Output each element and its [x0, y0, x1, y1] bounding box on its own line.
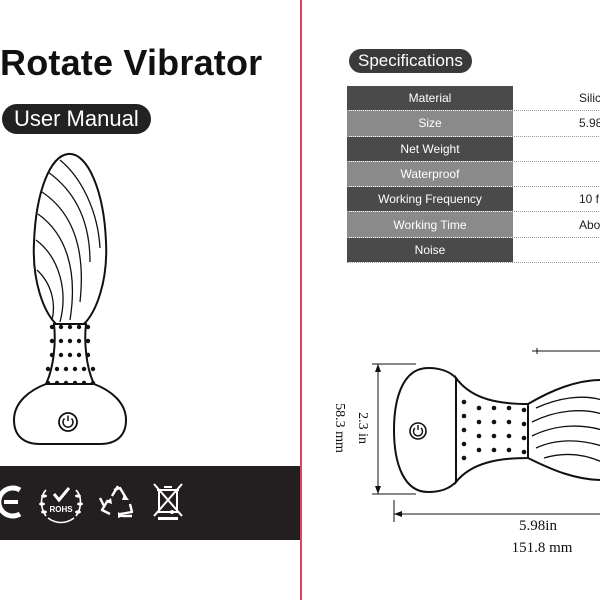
power-button-icon	[409, 422, 427, 440]
manual-cover-panel: Rotate Vibrator User Manual	[0, 42, 300, 540]
spec-label: Size	[347, 111, 513, 136]
spec-label: Working Time	[347, 212, 513, 237]
spec-row: Size 5.98	[347, 111, 600, 137]
spec-row: Net Weight	[347, 136, 600, 162]
power-button-icon	[58, 412, 78, 432]
device-front-illustration	[12, 152, 128, 445]
length-mm-label: 151.8 mm	[512, 540, 573, 556]
spec-row: Working Time Abo	[347, 212, 600, 238]
product-title: Rotate Vibrator	[0, 42, 263, 83]
height-inch-label: 2.3 in	[355, 412, 370, 444]
ce-mark-icon	[0, 485, 22, 519]
certification-bar: ROHS	[0, 466, 300, 540]
page-fold-divider	[300, 0, 302, 600]
rohs-icon: ROHS	[39, 487, 83, 524]
spec-label: Working Frequency	[347, 187, 513, 212]
spec-row: Working Frequency 10 f	[347, 187, 600, 213]
specifications-table: Material Silic Size 5.98 Net Weight Wate…	[347, 86, 600, 264]
spec-row: Waterproof	[347, 161, 600, 188]
weee-bin-icon	[153, 483, 183, 520]
spec-row: Noise	[347, 237, 600, 264]
spec-row: Material Silic	[347, 86, 600, 112]
specifications-heading: Specifications	[349, 49, 472, 73]
spec-label: Waterproof	[347, 161, 513, 187]
spec-value: 10 f	[579, 192, 600, 207]
spec-label: Net Weight	[347, 136, 513, 161]
spec-value: Abo	[579, 217, 600, 232]
height-mm-label: 58.3 mm	[332, 403, 347, 453]
device-side-dimension-drawing: 2.3 in 58.3 mm 5.98	[332, 348, 600, 556]
specifications-panel: Specifications Material Silic Size 5.98 …	[302, 0, 600, 600]
user-manual-badge: User Manual	[2, 104, 151, 134]
recycle-icon	[98, 485, 134, 518]
length-inch-label: 5.98in	[519, 518, 557, 534]
spec-value: 5.98	[579, 116, 600, 131]
spec-value: Silic	[579, 91, 600, 106]
spec-label: Noise	[347, 237, 513, 263]
spec-label: Material	[347, 86, 513, 111]
rohs-label: ROHS	[49, 505, 73, 514]
